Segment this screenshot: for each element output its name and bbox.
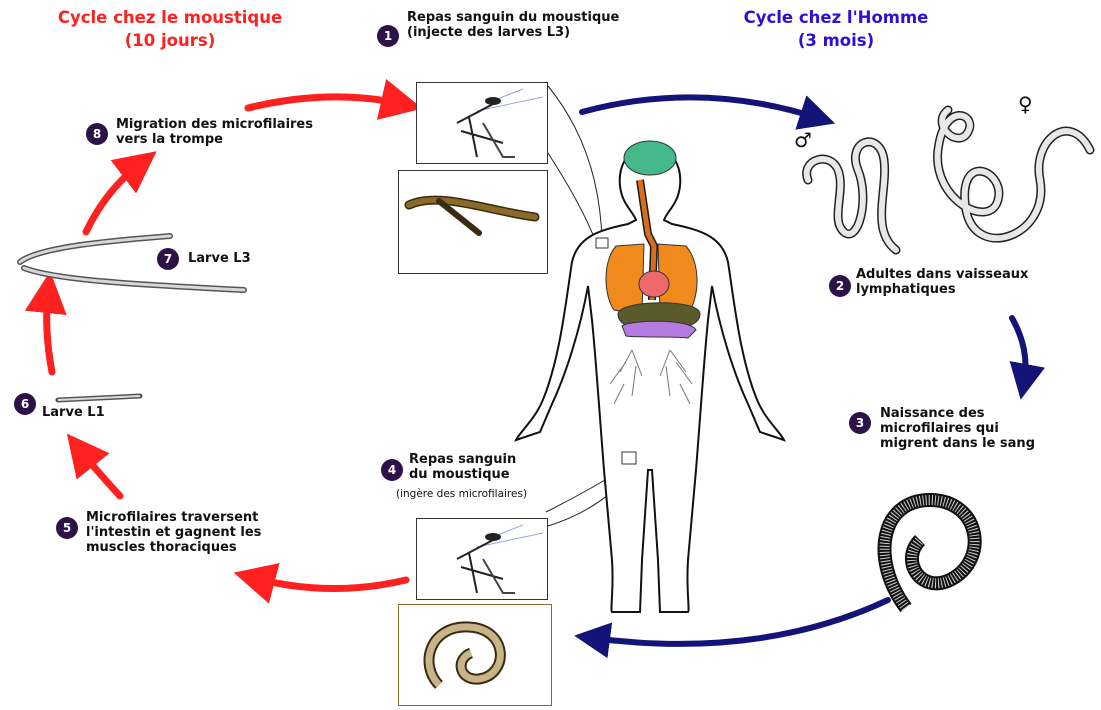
step-6-badge: 6 <box>14 393 36 415</box>
step-4-label: Repas sanguin du moustique <box>409 452 516 482</box>
adult-worms <box>807 110 1090 250</box>
female-symbol: ♀ <box>1018 94 1033 114</box>
microfilaria-coil <box>884 500 974 608</box>
intestine <box>622 321 696 338</box>
human-body <box>516 141 784 612</box>
step-7-label: Larve L3 <box>188 251 251 266</box>
l3-larva-inset <box>398 170 548 274</box>
step-4-note: (ingère des microfilaires) <box>396 487 527 502</box>
step-2-label: Adultes dans vaisseaux lymphatiques <box>856 267 1028 297</box>
step-2-badge: 2 <box>829 275 851 297</box>
brain <box>624 141 676 175</box>
male-symbol: ♂ <box>794 130 812 150</box>
arrow-5-to-6 <box>80 450 120 496</box>
arrow-6-to-7 <box>47 292 52 372</box>
lungs-left <box>606 244 644 314</box>
step-8-badge: 8 <box>86 123 108 145</box>
mosquito-inset-bottom <box>416 518 548 600</box>
microfilaria-inset <box>398 604 552 706</box>
arrow-8-to-1 <box>248 97 402 108</box>
step-4-badge: 4 <box>381 459 403 481</box>
arrow-7-to-8 <box>86 164 140 232</box>
mosquito-cycle-title: Cycle chez le moustique (10 jours) <box>20 6 320 52</box>
step-7-badge: 7 <box>157 248 179 270</box>
larva-l1 <box>58 396 140 400</box>
step-5-label: Microfilaires traversent l'intestin et g… <box>86 510 261 555</box>
step-6-label: Larve L1 <box>42 405 105 420</box>
step-1-label: Repas sanguin du moustique (injecte des … <box>407 10 619 40</box>
heart <box>639 271 669 297</box>
bite-site-lower <box>622 452 636 464</box>
arrow-4-to-5 <box>254 578 406 589</box>
bite-site-upper <box>596 238 608 248</box>
step-1-badge: 1 <box>377 25 399 47</box>
mosquito-inset-top <box>416 82 548 164</box>
step-3-badge: 3 <box>849 412 871 434</box>
arrow-1-to-2 <box>582 97 818 118</box>
human-cycle-title: Cycle chez l'Homme (3 mois) <box>716 6 956 52</box>
step-5-badge: 5 <box>56 517 78 539</box>
step-3-label: Naissance des microfilaires qui migrent … <box>880 406 1035 451</box>
step-8-label: Migration des microfilaires vers la trom… <box>116 117 313 147</box>
arrow-2-to-3 <box>1012 318 1026 382</box>
